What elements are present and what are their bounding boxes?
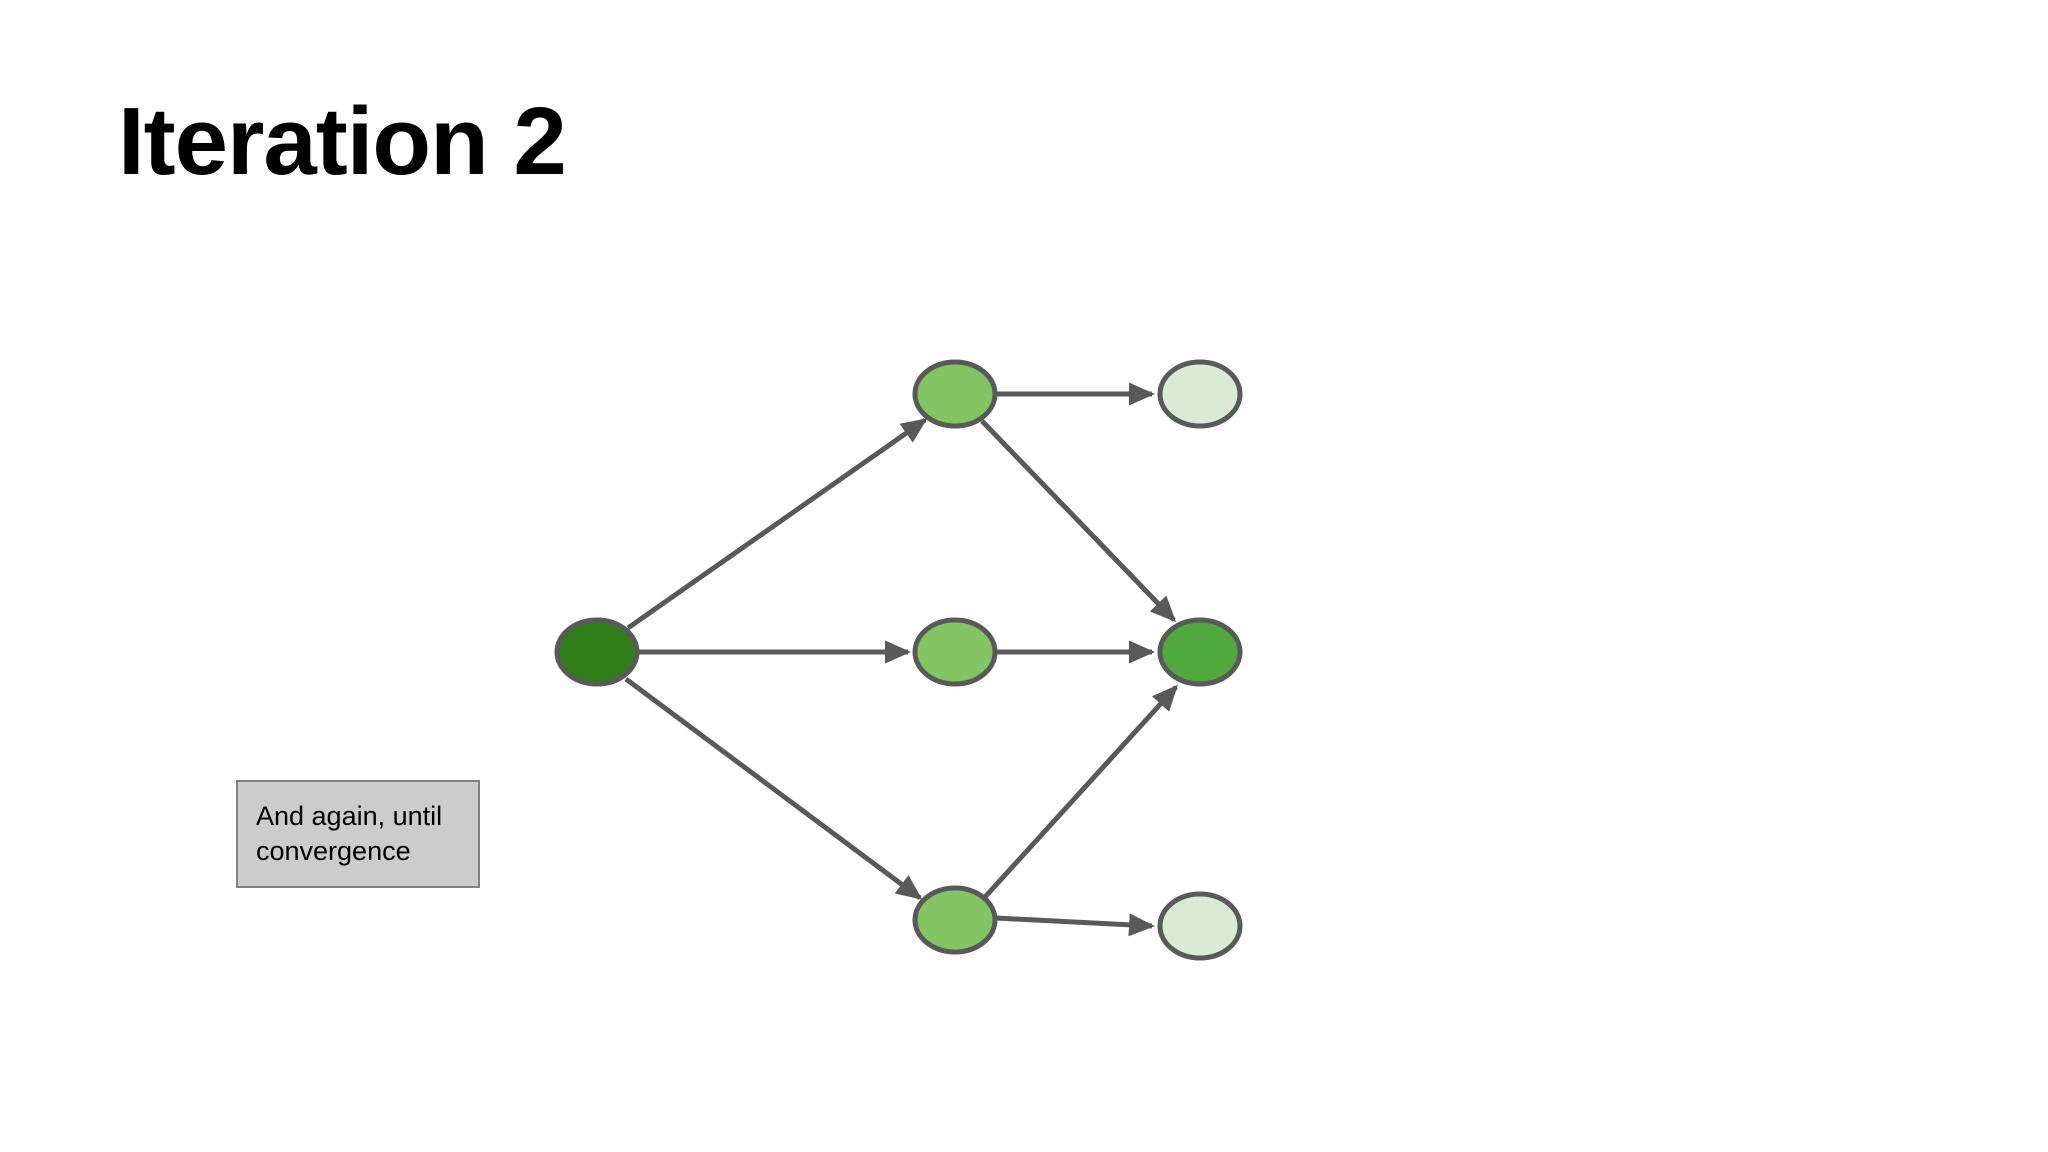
node-shape-center-mid <box>912 617 998 687</box>
graph-edge-root-to-top-mid <box>626 417 928 631</box>
graph-edge-bottom-mid-to-right-sink <box>983 684 1179 899</box>
graph-edge-top-mid-to-right-sink <box>980 419 1177 623</box>
graph-node-right-sink[interactable] <box>1157 617 1243 687</box>
node-shape-bottom-mid <box>912 885 998 955</box>
page-title: Iteration 2 <box>118 88 567 195</box>
annotation-text: And again, until convergence <box>256 801 443 866</box>
edge-layer <box>624 382 1179 937</box>
node-shape-root <box>554 617 640 687</box>
node-shape-right-sink <box>1157 617 1243 687</box>
graph-node-root[interactable] <box>554 617 640 687</box>
node-shape-top-mid <box>912 359 998 429</box>
graph-edge-bottom-mid-to-bottom-right <box>995 913 1155 937</box>
graph-node-top-mid[interactable] <box>912 359 998 429</box>
node-shape-bottom-right <box>1157 891 1243 961</box>
graph-node-center-mid[interactable] <box>912 617 998 687</box>
node-shape-top-right <box>1157 359 1243 429</box>
node-layer <box>554 359 1243 961</box>
graph-node-bottom-right[interactable] <box>1157 891 1243 961</box>
graph-edge-root-to-bottom-mid <box>624 676 923 901</box>
annotation-callout: And again, until convergence <box>236 780 480 888</box>
graph-node-top-right[interactable] <box>1157 359 1243 429</box>
graph-node-bottom-mid[interactable] <box>912 885 998 955</box>
